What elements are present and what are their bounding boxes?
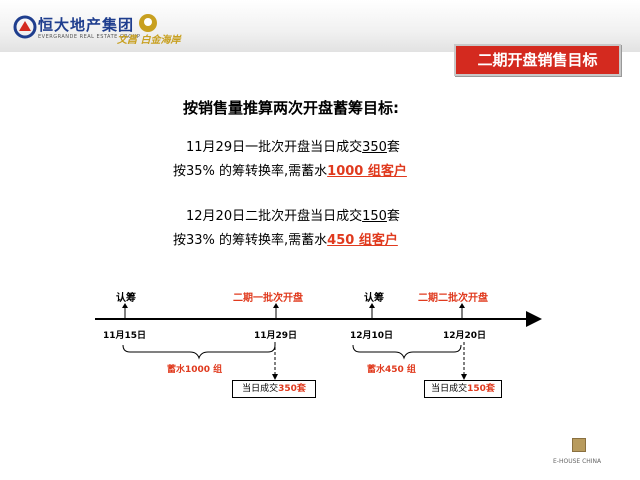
- slide-title: 二期开盘销售目标: [454, 44, 621, 76]
- evergrande-logo-icon: [13, 15, 37, 39]
- batch1-line1: 11月29日一批次开盘当日成交350套: [186, 140, 400, 155]
- reservoir-label-1: 蓄水1000 组: [167, 365, 223, 375]
- brace-1: [122, 344, 276, 360]
- date-label-4: 12月20日: [443, 331, 487, 341]
- reservoir-label-2: 蓄水450 组: [367, 365, 416, 375]
- date-label-1: 11月15日: [103, 331, 147, 341]
- project-logo-icon: [139, 14, 157, 32]
- batch2-line2: 按33% 的筹转换率,需蓄水450 组客户: [173, 233, 398, 248]
- main-heading: 按销售量推算两次开盘蓄筹目标:: [183, 99, 400, 117]
- event-tick-2: [273, 303, 279, 308]
- date-label-3: 12月10日: [350, 331, 394, 341]
- result-box-2: 当日成交150套: [424, 380, 502, 398]
- ehouse-logo-icon: [572, 438, 586, 452]
- result-box-1: 当日成交350套: [232, 380, 316, 398]
- date-label-2: 11月29日: [254, 331, 298, 341]
- event-label-2: 二期一批次开盘: [233, 293, 303, 304]
- event-label-4: 二期二批次开盘: [418, 293, 488, 304]
- event-label-3: 认筹: [364, 293, 384, 304]
- brace-2: [352, 344, 462, 360]
- batch1-line2: 按35% 的筹转换率,需蓄水1000 组客户: [173, 164, 407, 179]
- event-tick-3: [369, 303, 375, 308]
- brand-subtitle: EVERGRANDE REAL ESTATE GROUP: [38, 34, 141, 40]
- dash-arrow-1: [272, 374, 278, 380]
- event-tick-1: [122, 303, 128, 308]
- header-bar: [0, 0, 640, 52]
- batch2-line1: 12月20日二批次开盘当日成交150套: [186, 209, 400, 224]
- dash-arrow-2: [461, 374, 467, 380]
- footer-brand: E-HOUSE CHINA: [553, 458, 602, 465]
- brand-name: 恒大地产集团: [38, 16, 135, 34]
- event-label-1: 认筹: [116, 293, 136, 304]
- project-name: 文昌 白金海岸: [117, 35, 181, 46]
- event-tick-4: [459, 303, 465, 308]
